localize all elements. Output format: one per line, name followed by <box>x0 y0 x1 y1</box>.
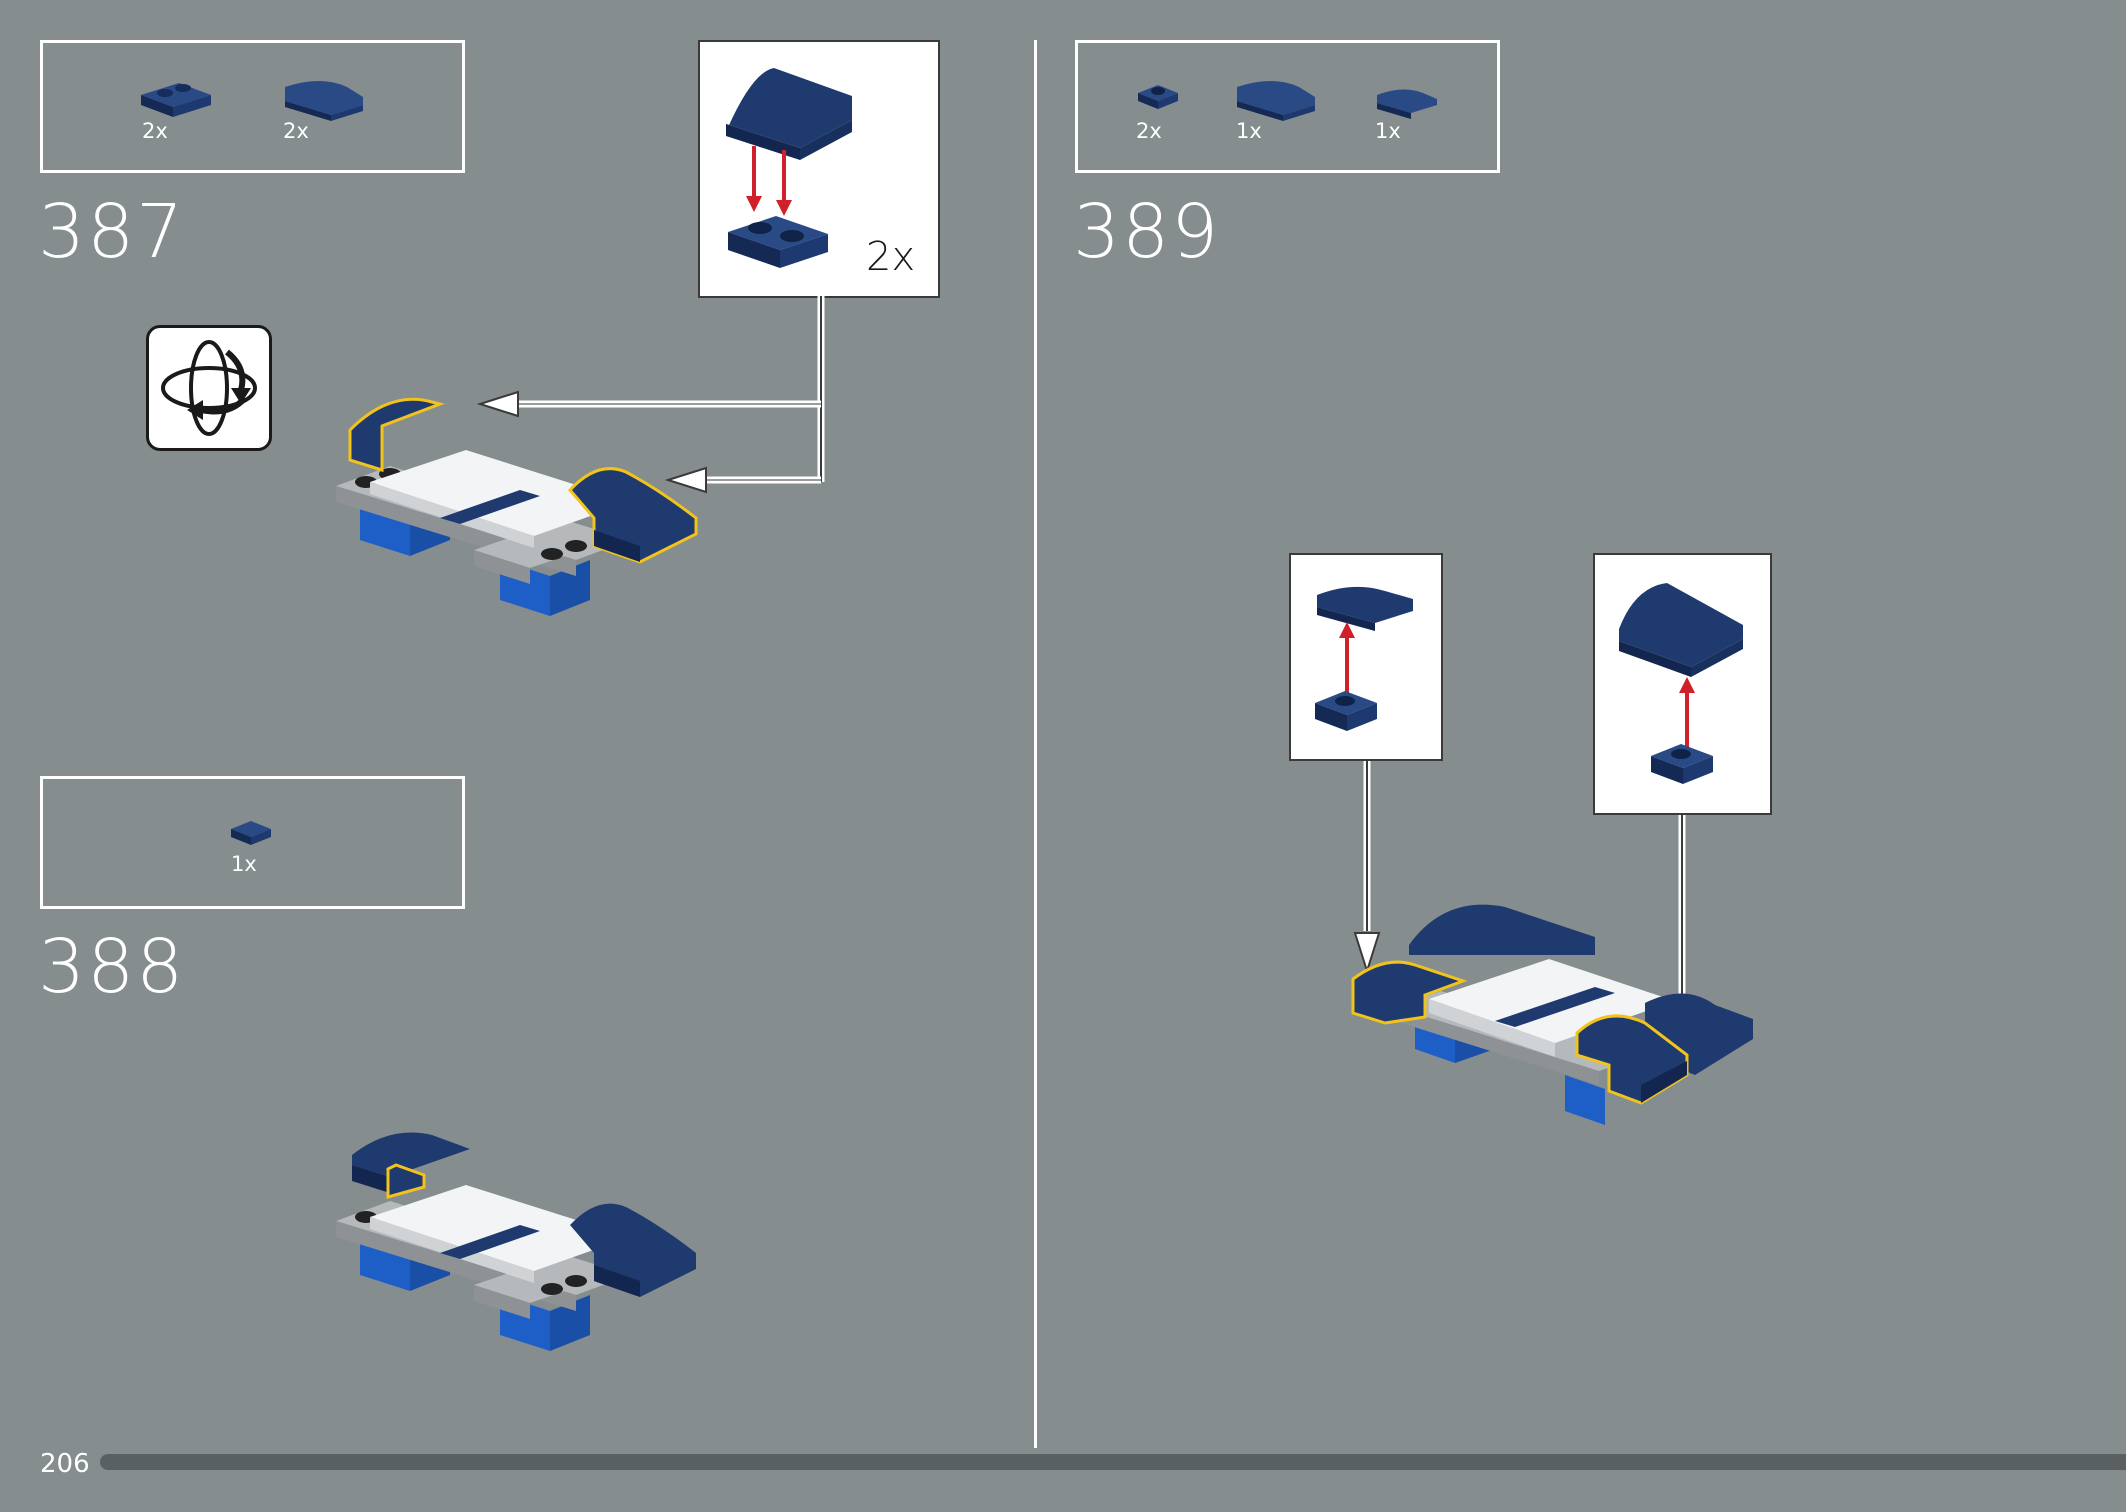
step-number: 387 <box>38 189 186 275</box>
part-qty: 2x <box>283 119 309 143</box>
page-divider <box>1034 40 1037 1448</box>
part-qty: 1x <box>1236 119 1262 143</box>
step-387-parts-list: 2x 2x <box>40 40 465 173</box>
step-number: 389 <box>1073 189 1221 275</box>
plate-1x1-icon <box>1651 744 1713 784</box>
plate-1x1-icon <box>1138 85 1178 109</box>
red-arrow-icon <box>1339 622 1355 694</box>
step-389-parts-list: 2x 1x 1x <box>1075 40 1500 173</box>
part-qty: 2x <box>142 119 168 143</box>
red-arrow-icon <box>1679 677 1695 749</box>
curved-slope-small-icon <box>1317 586 1413 631</box>
part-qty: 1x <box>231 852 257 876</box>
part-qty: 1x <box>1375 119 1401 143</box>
step-388-model <box>336 1132 696 1351</box>
curved-slope-small-icon <box>1377 89 1437 119</box>
progress-bar <box>100 1454 2126 1470</box>
plate-1x1-icon <box>1315 691 1377 731</box>
plate-1x2-icon <box>141 83 211 117</box>
step-387-model <box>336 397 698 616</box>
curved-slope-icon <box>726 68 852 160</box>
red-arrow-icon <box>746 146 792 216</box>
plate-1x2-icon <box>728 216 828 268</box>
step-389-model <box>1351 904 1753 1125</box>
step-389-callout-left <box>1289 553 1443 761</box>
curved-slope-icon <box>1237 81 1315 121</box>
tile-1x1-icon <box>231 821 271 845</box>
step-387-callout: 2x <box>698 40 940 298</box>
step-388-parts-list: 1x <box>40 776 465 909</box>
step-389-callout-right <box>1593 553 1772 815</box>
curved-slope-icon <box>285 81 363 121</box>
callout-connector <box>476 296 825 494</box>
callout-qty: 2x <box>866 234 916 280</box>
part-qty: 2x <box>1136 119 1162 143</box>
page-number: 206 <box>40 1449 90 1479</box>
rotate-model-icon <box>146 325 272 451</box>
curved-slope-icon <box>1619 583 1743 677</box>
step-number: 388 <box>38 924 186 1010</box>
